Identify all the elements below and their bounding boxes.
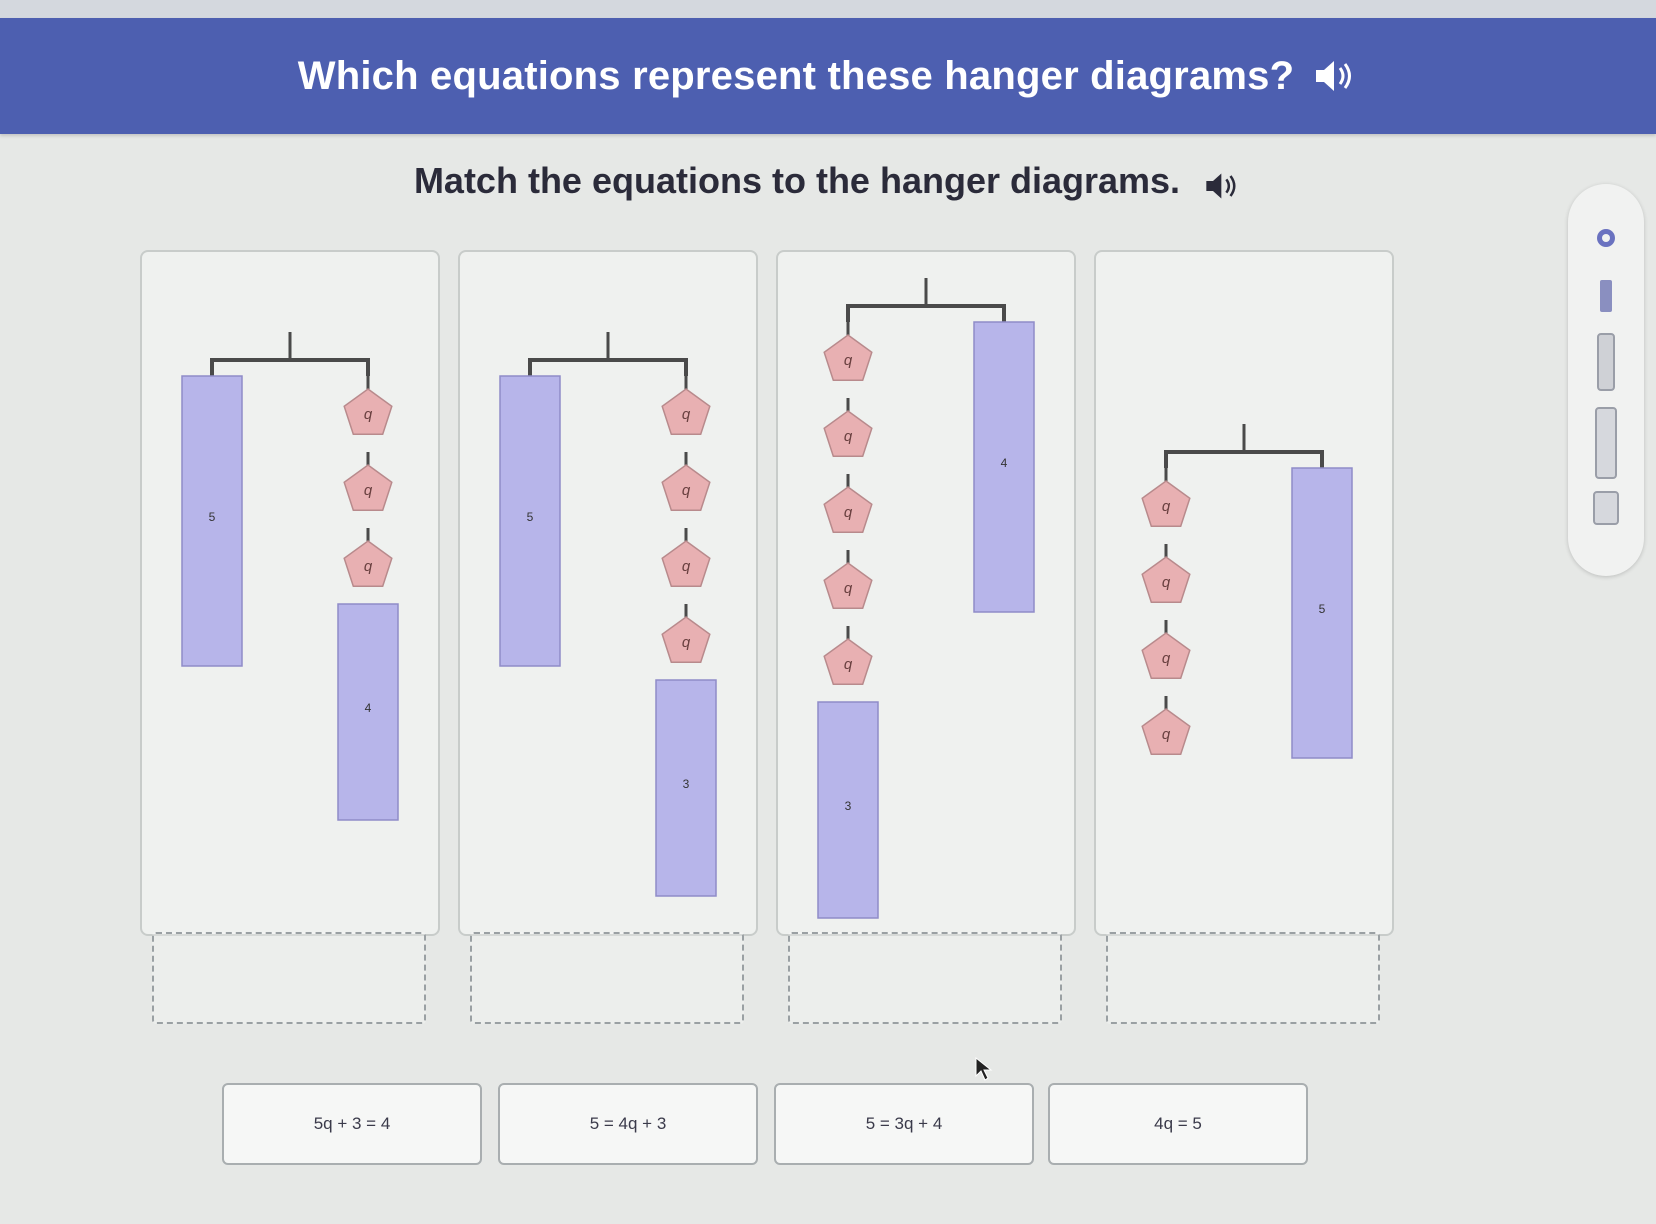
- calculator-tool-icon[interactable]: [1586, 488, 1626, 528]
- q-label: q: [364, 482, 373, 499]
- drop-zone-3[interactable]: [788, 932, 1062, 1024]
- bar-label: 5: [209, 510, 216, 524]
- value-bar: [181, 375, 243, 667]
- value-bar: [973, 321, 1035, 613]
- q-label: q: [364, 558, 373, 575]
- q-label: q: [844, 352, 853, 369]
- q-label: q: [844, 580, 853, 597]
- bar-label: 5: [1319, 602, 1326, 616]
- bar-label: 4: [1001, 456, 1008, 470]
- drop-zone-1[interactable]: [152, 932, 426, 1024]
- q-label: q: [1162, 574, 1171, 591]
- hanger-beam: [528, 358, 688, 376]
- q-pentagon: [823, 486, 873, 533]
- q-pentagon: [343, 388, 393, 435]
- value-bar: [1291, 467, 1353, 759]
- question-banner: Which equations represent these hanger d…: [0, 18, 1656, 134]
- top-strip: [0, 0, 1656, 18]
- instruction-text: Match the equations to the hanger diagra…: [413, 160, 1181, 201]
- q-pentagon: [823, 562, 873, 609]
- q-label: q: [1162, 726, 1171, 743]
- q-pentagon: [823, 638, 873, 685]
- q-pentagon: [1141, 556, 1191, 603]
- value-bar: [499, 375, 561, 667]
- question-title: Which equations represent these hanger d…: [297, 53, 1295, 98]
- speaker-icon[interactable]: [1314, 58, 1358, 94]
- q-label: q: [1162, 498, 1171, 515]
- value-bar: [655, 679, 717, 897]
- hanger-diagram-2: 5 q q q q 3: [458, 250, 758, 936]
- q-pentagon: [343, 464, 393, 511]
- q-label: q: [844, 504, 853, 521]
- q-pentagon: [661, 388, 711, 435]
- q-pentagon: [1141, 708, 1191, 755]
- pointer-tool-icon[interactable]: [1586, 220, 1626, 256]
- highlighter-tool-icon[interactable]: [1586, 330, 1626, 394]
- equation-card-3[interactable]: 5 = 3q + 4: [774, 1083, 1034, 1165]
- q-label: q: [682, 634, 691, 651]
- hanger-beam: [210, 358, 370, 376]
- q-pentagon: [823, 410, 873, 457]
- speaker-icon[interactable]: [1204, 168, 1242, 199]
- drop-zone-2[interactable]: [470, 932, 744, 1024]
- q-pentagon: [1141, 632, 1191, 679]
- mouse-cursor-icon: [974, 1056, 996, 1082]
- pencil-tool-icon[interactable]: [1586, 276, 1626, 316]
- bar-label: 4: [365, 701, 372, 715]
- bar-label: 5: [527, 510, 534, 524]
- q-label: q: [1162, 650, 1171, 667]
- q-label: q: [844, 656, 853, 673]
- q-pentagon: [661, 616, 711, 663]
- equation-card-4[interactable]: 4q = 5: [1048, 1083, 1308, 1165]
- q-label: q: [682, 558, 691, 575]
- bar-label: 3: [845, 799, 852, 813]
- tool-palette: [1568, 184, 1644, 576]
- hanger-diagram-1: 5 q q q 4: [140, 250, 440, 936]
- eraser-tool-icon[interactable]: [1586, 404, 1626, 482]
- q-label: q: [682, 482, 691, 499]
- hanger-diagram-4: q q q q 5: [1094, 250, 1394, 936]
- value-bar: [817, 701, 879, 919]
- q-label: q: [682, 406, 691, 423]
- q-label: q: [364, 406, 373, 423]
- value-bar: [337, 603, 399, 821]
- equation-card-2[interactable]: 5 = 4q + 3: [498, 1083, 758, 1165]
- q-pentagon: [661, 464, 711, 511]
- drop-zone-4[interactable]: [1106, 932, 1380, 1024]
- q-pentagon: [343, 540, 393, 587]
- q-pentagon: [1141, 480, 1191, 527]
- q-label: q: [844, 428, 853, 445]
- bar-label: 3: [683, 777, 690, 791]
- hanger-beam: [1164, 450, 1324, 468]
- hanger-beam: [846, 304, 1006, 322]
- instruction-row: Match the equations to the hanger diagra…: [0, 160, 1656, 202]
- equation-card-1[interactable]: 5q + 3 = 4: [222, 1083, 482, 1165]
- q-pentagon: [823, 334, 873, 381]
- hanger-diagram-3: q q q q q 3 4: [776, 250, 1076, 936]
- q-pentagon: [661, 540, 711, 587]
